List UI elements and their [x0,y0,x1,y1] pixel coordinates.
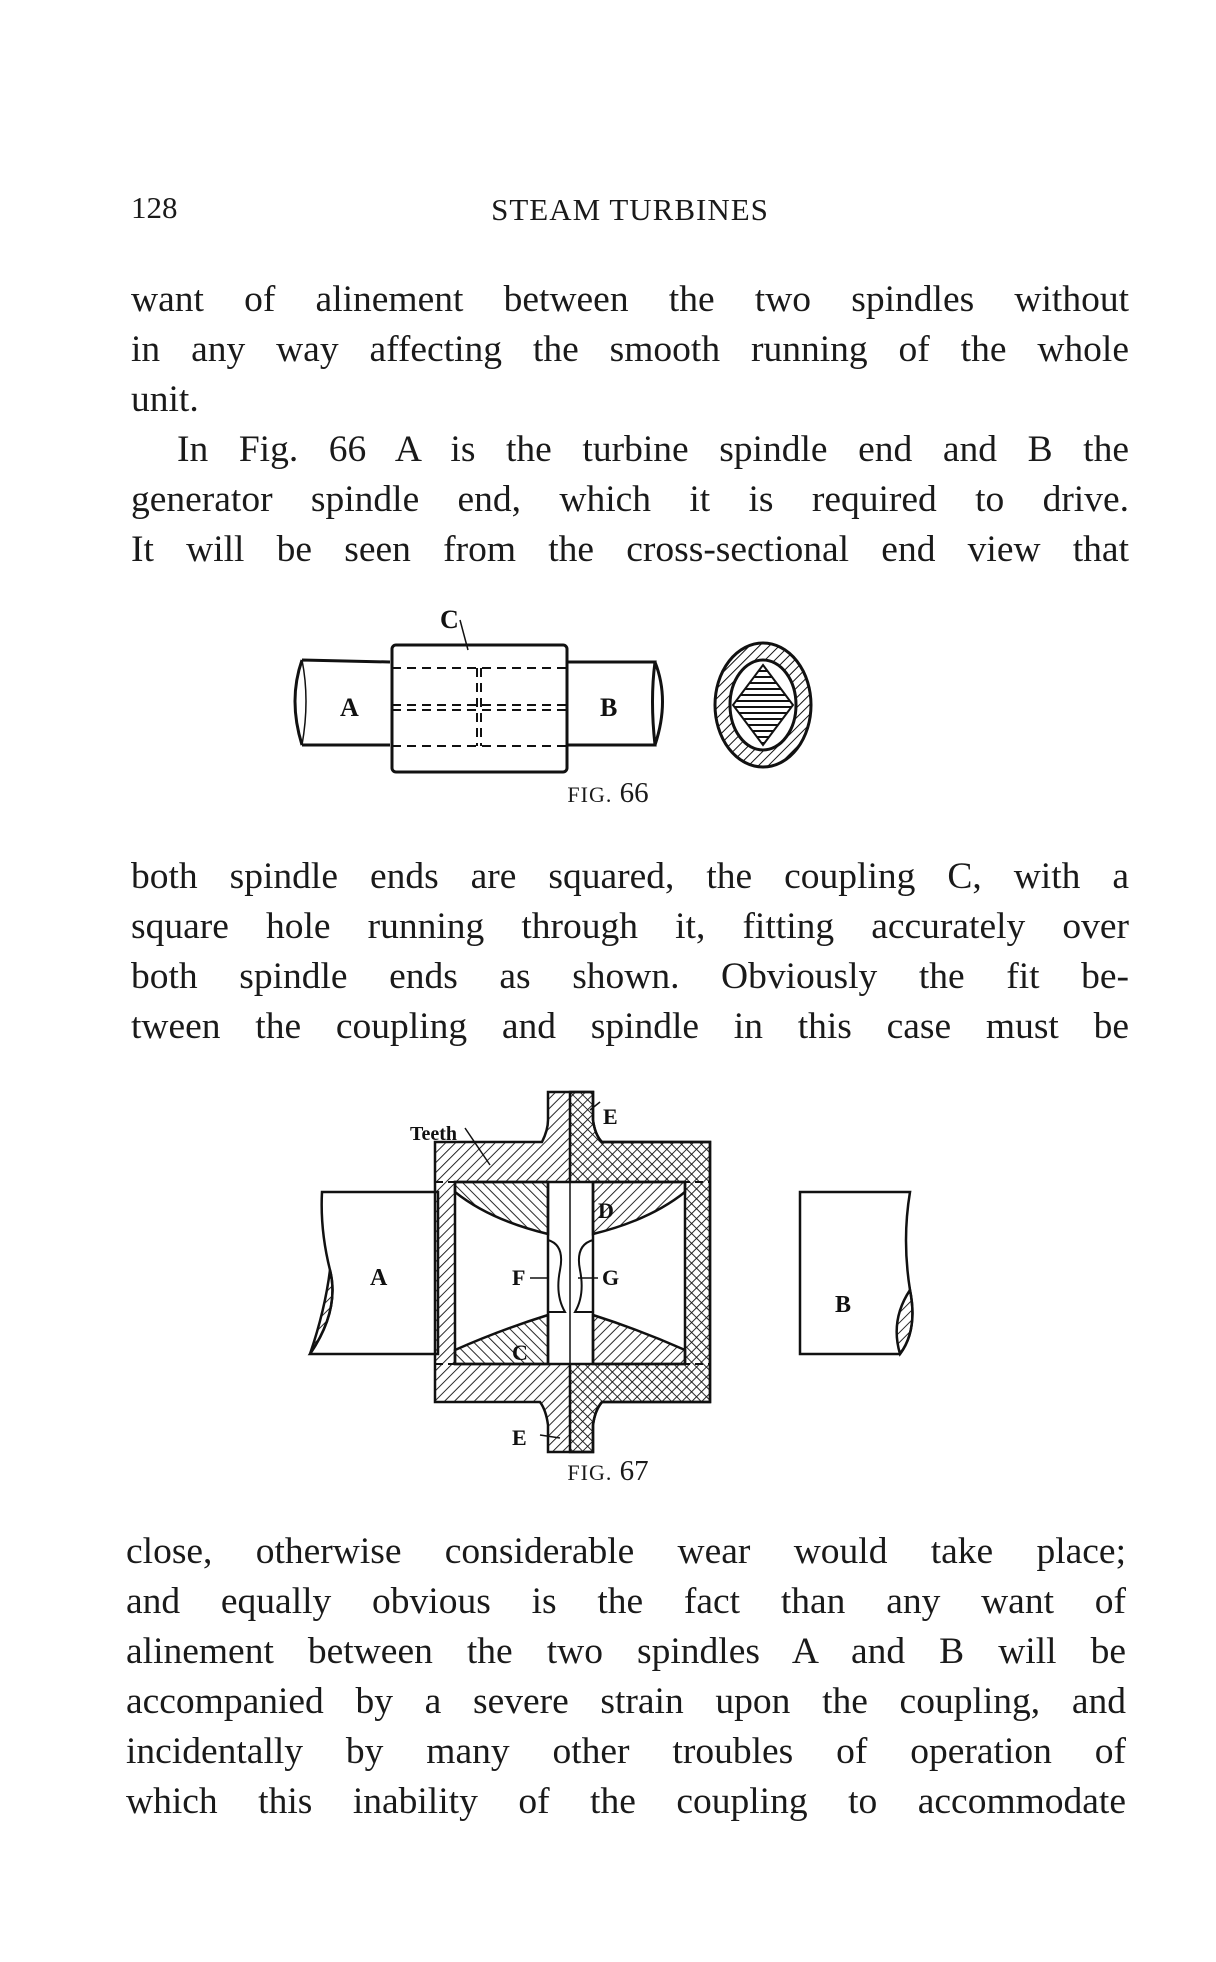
label-c: C [512,1340,528,1365]
text-line: accompanied by a severe strain upon the … [126,1681,1126,1722]
label-b: B [600,693,617,722]
label-a: A [340,693,359,722]
figure-67-drawing: Teeth E E D A B F G C [307,1090,914,1454]
label-d: D [598,1198,614,1223]
text-line: In Fig. 66 A is the turbine spindle end … [177,429,1129,470]
running-title: STEAM TURBINES [491,192,769,227]
label-e-bottom: E [512,1425,527,1450]
label-f: F [512,1265,525,1290]
label-teeth: Teeth [410,1123,457,1145]
text-line: incidentally by many other troubles of o… [126,1731,1126,1772]
paragraph-1: want of alinement between the two spindl… [131,275,1129,575]
figure-67-caption: FIG. 67 [567,1455,649,1487]
running-header: 128 STEAM TURBINES [131,190,1129,234]
figure-66-drawing: A B C [293,605,813,774]
text-line: both spindle ends are squared, the coupl… [131,856,1129,897]
text-line: close, otherwise considerable wear would… [126,1531,1126,1572]
text-line: which this inability of the coupling to … [126,1781,1126,1822]
label-g: G [602,1265,619,1290]
label-a: A [370,1265,388,1291]
figure-66-caption: FIG. 66 [567,777,649,809]
text-line: It will be seen from the cross-sectional… [131,529,1129,570]
text-line: in any way affecting the smooth running … [131,329,1129,370]
text-line: and equally obvious is the fact than any… [126,1581,1126,1622]
label-c: C [440,605,459,634]
text-line: want of alinement between the two spindl… [131,279,1129,320]
label-b: B [835,1292,851,1318]
text-line: square hole running through it, fitting … [131,906,1129,947]
page-number: 128 [131,190,178,225]
paragraph-4: close, otherwise considerable wear would… [126,1527,1126,1827]
text-line: alinement between the two spindles A and… [126,1631,1126,1672]
text-line: both spindle ends as shown. Obviously th… [131,956,1129,997]
label-e-top: E [603,1104,618,1129]
text-line: tween the coupling and spindle in this c… [131,1006,1129,1047]
text-line: generator spindle end, which it is requi… [131,479,1129,520]
paragraph-3: both spindle ends are squared, the coupl… [131,852,1129,1052]
text-line: unit. [131,379,199,420]
